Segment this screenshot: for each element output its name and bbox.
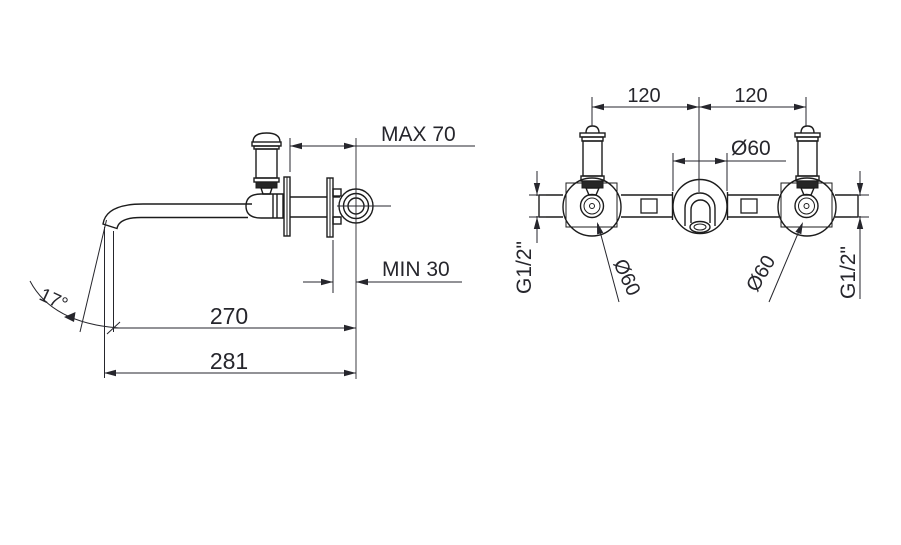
dim-spacing-right-label: 120: [734, 85, 767, 107]
spout: [102, 203, 252, 230]
dim-outlet-angle-label: 17°: [36, 284, 71, 315]
right-handle: [794, 125, 821, 196]
dim-left-connection-label: G1/2": [513, 241, 536, 294]
center-escutcheon: [672, 178, 728, 235]
right-escutcheon: [777, 177, 837, 237]
dim-center-diameter-label: Ø60: [731, 137, 771, 160]
dim-left-diameter-label: Ø60: [608, 256, 644, 300]
dim-max-depth: MAX 70: [289, 123, 475, 172]
valve-body: [245, 193, 284, 219]
connector-nut-left: [640, 198, 658, 214]
rough-in-body-right: [780, 182, 833, 228]
front-view: 120 120 Ø60 G1/2": [513, 85, 869, 303]
wall-flanges: [283, 176, 342, 238]
rough-in-body-left: [565, 182, 618, 228]
dim-min-depth-label: MIN 30: [382, 258, 450, 281]
side-view: MAX 70 MIN 30 17° 270: [29, 123, 475, 379]
dim-left-connection: G1/2": [513, 171, 546, 294]
dim-right-connection-label: G1/2": [837, 246, 860, 299]
dim-right-escutcheon: Ø60: [742, 222, 803, 303]
dim-handle-spacing: 120 120: [591, 85, 807, 192]
side-handle: [245, 132, 284, 219]
left-valve: [579, 193, 605, 219]
center-spout: [684, 192, 716, 234]
dim-spout-projection-label: 270: [210, 303, 248, 329]
left-handle: [579, 125, 606, 196]
left-escutcheon: [562, 177, 622, 237]
handle-dome: [252, 132, 281, 143]
dim-spacing-left-label: 120: [627, 85, 660, 107]
right-valve: [794, 193, 819, 219]
handle-base-ring: [255, 181, 278, 189]
dim-overall-projection: 281: [104, 348, 356, 377]
dim-right-connection: G1/2": [837, 171, 869, 299]
dim-center-escutcheon: Ø60: [672, 137, 786, 191]
dim-min-depth: MIN 30: [303, 240, 462, 293]
dim-max-depth-label: MAX 70: [381, 123, 456, 146]
dim-overall-projection-label: 281: [210, 348, 248, 374]
dim-outlet-angle: 17°: [29, 219, 120, 378]
connector-nut-right: [740, 198, 758, 214]
dim-spout-projection: 270: [106, 303, 356, 335]
